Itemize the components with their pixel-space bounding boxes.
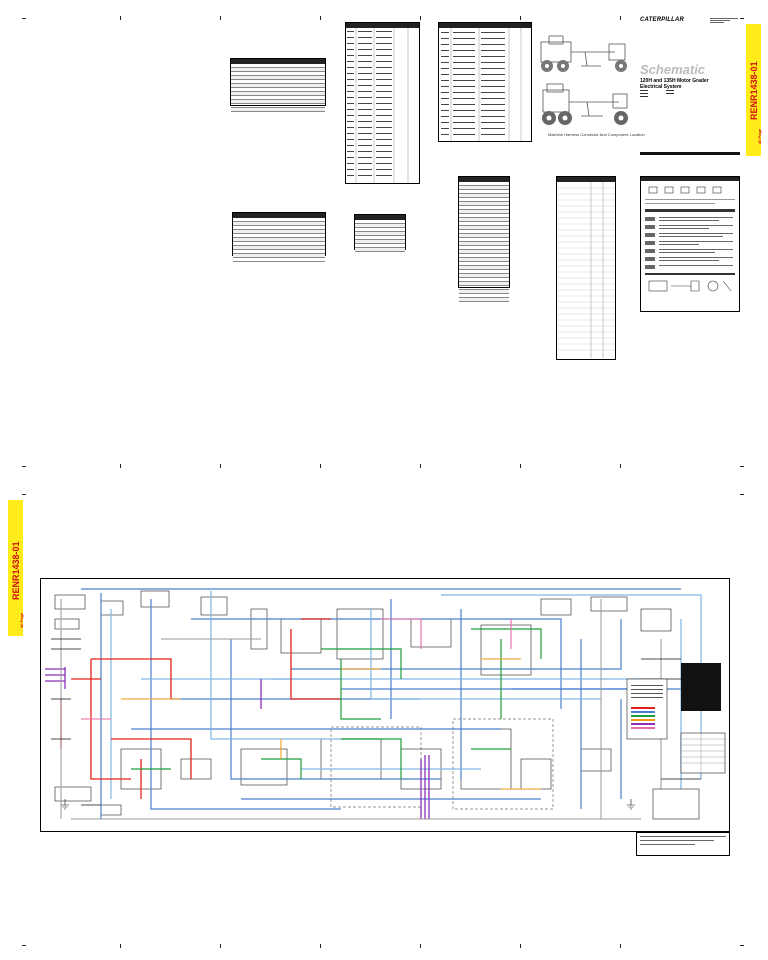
connector-location-table-1 (345, 22, 420, 184)
page-subtitle-line2: Electrical System (640, 84, 682, 90)
connector-location-table-2 (438, 22, 532, 142)
document-number-bottom: RENR1438-01 (11, 541, 21, 600)
caterpillar-logo: CATERPILLAR (640, 17, 685, 23)
page-count-top: 40 Page (757, 128, 762, 144)
document-number-top: RENR1438-01 (749, 61, 759, 120)
schematic-notes-box (636, 832, 730, 856)
title-rule (640, 152, 740, 155)
symbols-and-notes-panel (640, 176, 740, 312)
document-number-small (710, 18, 738, 24)
page-title: Schematic (640, 62, 706, 77)
motor-grader-illustration-top (535, 30, 635, 80)
page-count-bottom: 40 Page (19, 612, 24, 628)
connector-location-table-3 (458, 176, 510, 302)
component-table-b (354, 214, 406, 252)
electrical-wiring-schematic (40, 578, 730, 832)
harness-table-small (230, 58, 326, 112)
document-tab-bottom: RENR1438-01 40 Page (8, 500, 24, 636)
motor-grader-illustration-bottom (535, 82, 635, 130)
serial-number-block (640, 90, 690, 100)
document-tab-top: RENR1438-01 40 Page (746, 24, 762, 156)
location-caption: Machine Harness Connector And Component … (548, 132, 645, 137)
connector-location-table-4 (556, 176, 616, 360)
component-table-a (232, 212, 326, 262)
page-subtitle-line1: 120H and 135H Motor Grader (640, 78, 709, 84)
